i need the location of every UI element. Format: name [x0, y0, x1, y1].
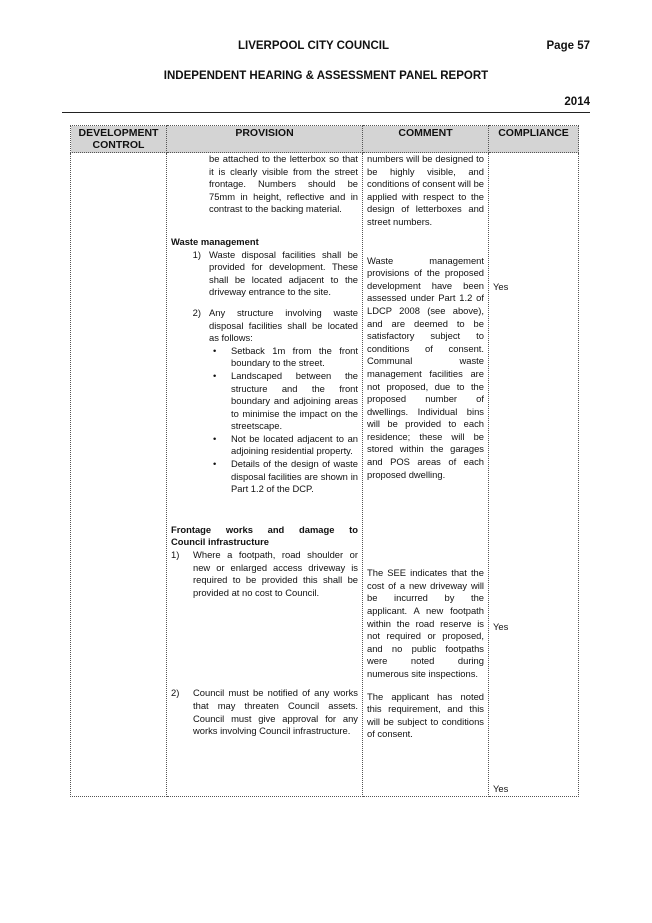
assessment-table: DEVELOPMENT CONTROL PROVISION COMMENT CO…	[70, 125, 579, 797]
comment-text: The SEE indicates that the cost of a new…	[367, 567, 484, 679]
bullet-icon: •	[213, 369, 217, 381]
header-divider	[62, 112, 590, 113]
development-control-cell	[70, 152, 167, 797]
table-row: be attached to the letterbox so that it …	[70, 152, 579, 797]
list-number: 1)	[192, 248, 201, 260]
comment-cell: numbers will be designed to be highly vi…	[362, 152, 489, 797]
comment-text: The applicant has noted this requirement…	[367, 690, 484, 740]
list-number: 2)	[171, 687, 180, 699]
compliance-value: Yes	[493, 620, 509, 632]
section-heading-frontage: Frontage works and damage to	[171, 523, 358, 535]
list-item: 1) Where a footpath, road shoulder or ne…	[171, 549, 358, 599]
bullet-item: • Landscaped between the structure and t…	[213, 369, 358, 432]
compliance-cell: Yes Yes Yes	[488, 152, 579, 797]
report-title: INDEPENDENT HEARING & ASSESSMENT PANEL R…	[163, 70, 489, 82]
table-header-row: DEVELOPMENT CONTROL PROVISION COMMENT CO…	[70, 125, 579, 153]
bullet-icon: •	[213, 432, 217, 444]
list-item: be attached to the letterbox so that it …	[171, 153, 358, 216]
bullet-icon: •	[213, 344, 217, 356]
column-header-provision: PROVISION	[166, 125, 363, 153]
provision-text: Council must be notified of any works th…	[193, 687, 358, 737]
list-number: 2)	[192, 306, 201, 318]
compliance-value: Yes	[493, 281, 509, 292]
council-name: LIVERPOOL CITY COUNCIL	[238, 40, 390, 52]
report-year: 2014	[564, 96, 590, 108]
list-item: 2) Any structure involving waste disposa…	[171, 307, 358, 496]
provision-text: be attached to the letterbox so that it …	[209, 153, 358, 215]
list-item: 2) Council must be notified of any works…	[171, 687, 358, 737]
section-heading-frontage-line2: Council infrastructure	[171, 536, 269, 548]
list-number: 1)	[171, 549, 180, 561]
bullet-item: • Setback 1m from the front boundary to …	[213, 344, 358, 369]
provision-text: Where a footpath, road shoulder or new o…	[193, 549, 358, 598]
section-heading-waste: Waste management	[171, 235, 259, 247]
comment-text: Waste management provisions of the propo…	[367, 254, 484, 480]
provision-cell: be attached to the letterbox so that it …	[166, 152, 363, 797]
list-item: 1) Waste disposal facilities shall be pr…	[171, 249, 358, 299]
bullet-item: • Details of the design of waste disposa…	[213, 458, 358, 495]
page-number: Page 57	[546, 40, 590, 52]
column-header-compliance: COMPLIANCE	[488, 125, 579, 153]
column-header-development-control: DEVELOPMENT CONTROL	[70, 125, 167, 153]
provision-text: Waste disposal facilities shall be provi…	[209, 248, 358, 298]
compliance-value: Yes	[493, 783, 509, 795]
bullet-icon: •	[213, 458, 217, 470]
column-header-comment: COMMENT	[362, 125, 489, 153]
provision-text: Any structure involving waste disposal f…	[209, 306, 358, 344]
bullet-item: • Not be located adjacent to an adjoinin…	[213, 432, 358, 457]
comment-text: numbers will be designed to be highly vi…	[367, 153, 484, 227]
